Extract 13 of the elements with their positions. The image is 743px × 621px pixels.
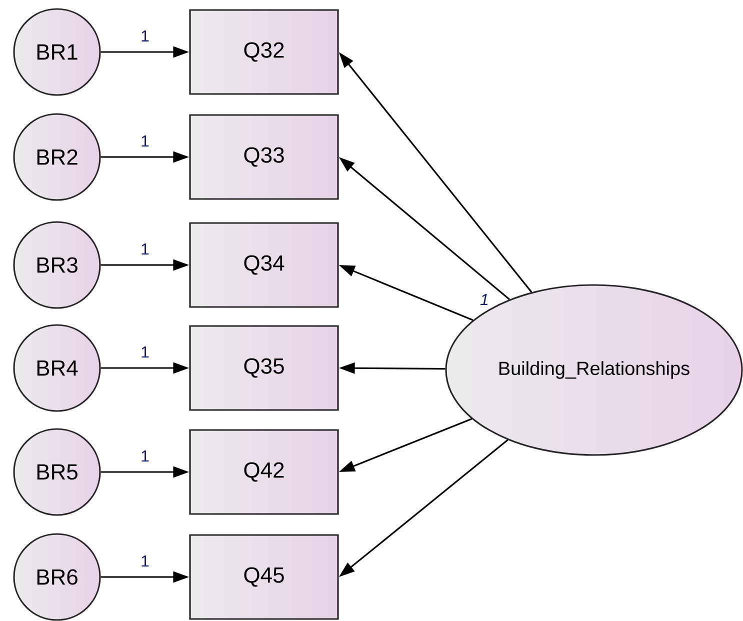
edge-label: 1 (140, 554, 150, 568)
variable-box: Q32 (189, 9, 339, 95)
edge-label: 1 (478, 293, 490, 306)
edge-label: 1 (140, 346, 150, 358)
variable-box: Q45 (189, 534, 339, 620)
variable-box: Q34 (189, 222, 339, 308)
variable-box: Q42 (189, 429, 339, 515)
edge-label: 1 (140, 134, 150, 148)
edge-label: 1 (140, 242, 150, 256)
edge-label: 1 (140, 450, 150, 462)
edge-label: 1 (140, 30, 150, 42)
variable-box: Q35 (189, 325, 339, 411)
variable-box: Q33 (189, 114, 339, 200)
